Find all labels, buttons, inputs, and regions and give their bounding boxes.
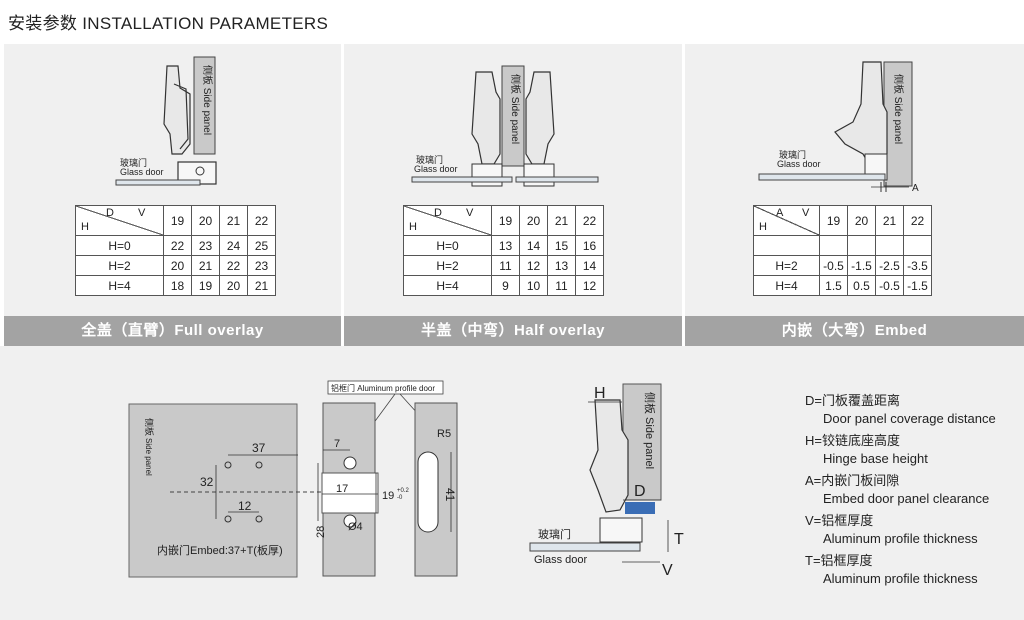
dim-7: 7: [334, 438, 340, 450]
hinge-arm-outline: [173, 83, 189, 150]
dim-37: 37: [252, 441, 266, 455]
half-overlay-hinge-drawing: 侧板 Side panel 玻璃门 Glass door: [411, 65, 599, 187]
full-overlay-caption: 全盖（直臂）Full overlay: [4, 316, 341, 346]
drilling-side-panel-en: Side panel: [144, 438, 153, 476]
legend-en: Door panel coverage distance: [823, 411, 996, 426]
section-base: [599, 517, 643, 543]
legend-term: A=内嵌门板间隙: [805, 473, 900, 488]
drilling-side-panel: [128, 403, 298, 578]
table-row: H=4 9 10 11 12: [403, 275, 604, 296]
table-row: H=0 13 14 15 16: [403, 235, 604, 256]
drill-hole: [224, 461, 232, 469]
embed-formula: 内嵌门Embed:37+T(板厚): [157, 543, 283, 557]
hinge-cup-outline: [163, 65, 191, 155]
section-side-panel: [622, 383, 662, 501]
legend-en: Embed door panel clearance: [823, 491, 990, 506]
parameter-legend: D=门板覆盖距离 Door panel coverage distance H=…: [805, 392, 996, 592]
embed-hinge-drawing: 侧板 Side panel 玻璃门 Glass door A: [758, 61, 919, 194]
glass-door-shape: [115, 179, 201, 186]
glass-door-en: Glass door: [777, 159, 821, 169]
dim-19-tol-lower: -0: [397, 495, 403, 501]
drill-hole: [255, 461, 263, 469]
glass-door-cn: 玻璃门: [120, 157, 147, 168]
legend-en: Hinge base height: [823, 451, 928, 466]
legend-term: T=铝框厚度: [805, 553, 873, 568]
side-panel-label: 侧板 Side panel: [892, 74, 905, 144]
side-panel-shape: [193, 56, 216, 155]
section-label-d: D: [634, 483, 646, 500]
dim-32: 32: [200, 475, 214, 489]
right-hinge-outline: [525, 71, 555, 165]
side-panel-label: 侧板 Side panel: [509, 74, 522, 144]
side-panel-shape: [501, 65, 525, 167]
col-header: 21: [219, 205, 248, 236]
legend-en: Aluminum profile thickness: [823, 531, 978, 546]
section-hinge-outline: [589, 399, 629, 513]
left-hinge-outline: [471, 71, 501, 165]
glass-door-shape: [758, 173, 886, 181]
dim-41: 41: [443, 488, 457, 502]
section-glass-door: [529, 542, 641, 552]
profile-label: 铝框门 Aluminum profile door: [331, 383, 435, 393]
col-header: 22: [903, 205, 932, 236]
side-panel-label: 侧板 Side panel: [201, 65, 214, 135]
full-overlay-hinge-drawing: 侧板 Side panel 玻璃门 Glass door: [115, 56, 217, 186]
profile-cutout: [321, 472, 379, 514]
legend-en: Aluminum profile thickness: [823, 571, 978, 586]
drill-hole: [255, 515, 263, 523]
drill-hole: [224, 515, 232, 523]
profile-slot: [417, 451, 439, 533]
dim-19: 19: [382, 490, 394, 502]
dim-r5: R5: [437, 428, 451, 440]
glass-door-en: Glass door: [414, 164, 458, 174]
section-label-t: T: [674, 531, 684, 548]
col-header: 19: [163, 205, 192, 236]
legend-term: H=铰链底座高度: [805, 433, 900, 448]
col-header: 20: [191, 205, 220, 236]
embed-caption: 内嵌（大弯）Embed: [685, 316, 1024, 346]
section-glass-door-cn: 玻璃门: [538, 527, 571, 541]
col-header: 20: [847, 205, 876, 236]
dim-phi4: Ø4: [348, 521, 363, 533]
section-label-h: H: [594, 385, 606, 402]
section-glass-door-en: Glass door: [534, 554, 588, 566]
dim-12: 12: [238, 499, 252, 513]
half-overlay-caption: 半盖（中弯）Half overlay: [344, 316, 682, 346]
dim-19-tol-upper: +0.2: [397, 488, 410, 494]
dim-17: 17: [336, 483, 348, 495]
table-row: H=2 11 12 13 14: [403, 255, 604, 276]
blue-strip: [625, 502, 655, 514]
table-row: H=4 1.5 0.5 -0.5 -1.5: [753, 275, 932, 296]
glass-door-cn: 玻璃门: [416, 154, 443, 165]
table-row: [753, 235, 932, 256]
glass-door-right: [515, 176, 599, 183]
glass-door-left: [411, 176, 513, 183]
hinge-screw: [195, 166, 205, 176]
drilling-side-panel-cn: 侧板: [144, 418, 155, 436]
page-title: 安装参数 INSTALLATION PARAMETERS: [8, 14, 329, 33]
legend-term: V=铝框厚度: [805, 513, 874, 528]
section-side-panel-label: 侧板 Side panel: [643, 392, 657, 469]
profile-hole: [343, 456, 357, 470]
glass-door-en: Glass door: [120, 167, 164, 177]
col-header: 20: [519, 205, 548, 236]
label-a: A: [912, 183, 919, 194]
table-row: H=4 18 19 20 21: [75, 275, 276, 296]
profile-hole: [343, 514, 357, 528]
section-label-v: V: [662, 562, 673, 579]
dim-28: 28: [315, 526, 327, 538]
col-header: 22: [575, 205, 604, 236]
table-row: H=2 -0.5 -1.5 -2.5 -3.5: [753, 255, 932, 276]
legend-term: D=门板覆盖距离: [805, 393, 900, 408]
glass-door-cn: 玻璃门: [779, 149, 806, 160]
profile-label-box: [327, 380, 444, 395]
